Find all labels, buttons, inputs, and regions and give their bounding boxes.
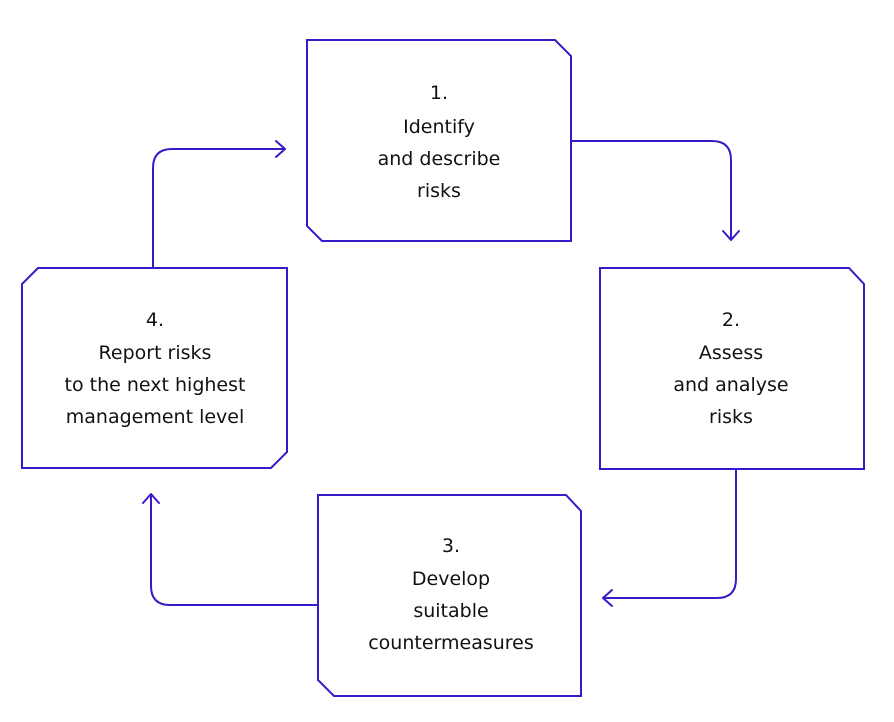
arrow-head-left-icon	[602, 589, 613, 607]
step-1-line-3: risks	[417, 180, 461, 202]
arrow-step-3-to-4	[142, 493, 319, 606]
step-2-line-3: risks	[709, 406, 753, 428]
step-3-line-1: Develop	[412, 568, 490, 590]
connector-line-4-1	[152, 148, 286, 269]
step-2-line-1: Assess	[699, 342, 763, 364]
step-4-line-3: management level	[66, 406, 245, 428]
step-3-box: 3. Develop suitable countermeasures	[317, 494, 582, 697]
step-4-shape	[21, 267, 288, 469]
step-3-line-3: countermeasures	[368, 632, 534, 654]
connector-line-3-4	[150, 494, 319, 606]
step-1-number: 1.	[430, 82, 448, 104]
step-4-number: 4.	[146, 309, 164, 331]
arrow-head-down-icon	[722, 230, 740, 241]
step-2-box: 2. Assess and analyse risks	[599, 267, 865, 470]
step-3-number: 3.	[442, 535, 460, 557]
connector-line-1-2	[570, 140, 732, 240]
step-4-box: 4. Report risks to the next highest mana…	[21, 267, 288, 469]
step-1-line-2: and describe	[378, 148, 501, 170]
step-3-shape	[317, 494, 582, 697]
arrow-head-right-icon	[275, 140, 286, 158]
arrow-step-4-to-1	[152, 140, 286, 269]
step-1-box: 1. Identify and describe risks	[306, 39, 572, 242]
step-3-line-2: suitable	[413, 600, 488, 622]
step-4-line-1: Report risks	[99, 342, 212, 364]
step-4-line-2: to the next highest	[65, 374, 246, 396]
step-1-line-1: Identify	[403, 116, 475, 138]
connector-line-2-3	[602, 468, 737, 599]
arrow-step-1-to-2	[570, 140, 740, 241]
step-2-line-2: and analyse	[673, 374, 788, 396]
step-2-shape	[599, 267, 865, 470]
arrow-head-up-icon	[142, 493, 160, 504]
step-1-shape	[306, 39, 572, 242]
step-2-number: 2.	[722, 309, 740, 331]
arrow-step-2-to-3	[602, 468, 737, 607]
